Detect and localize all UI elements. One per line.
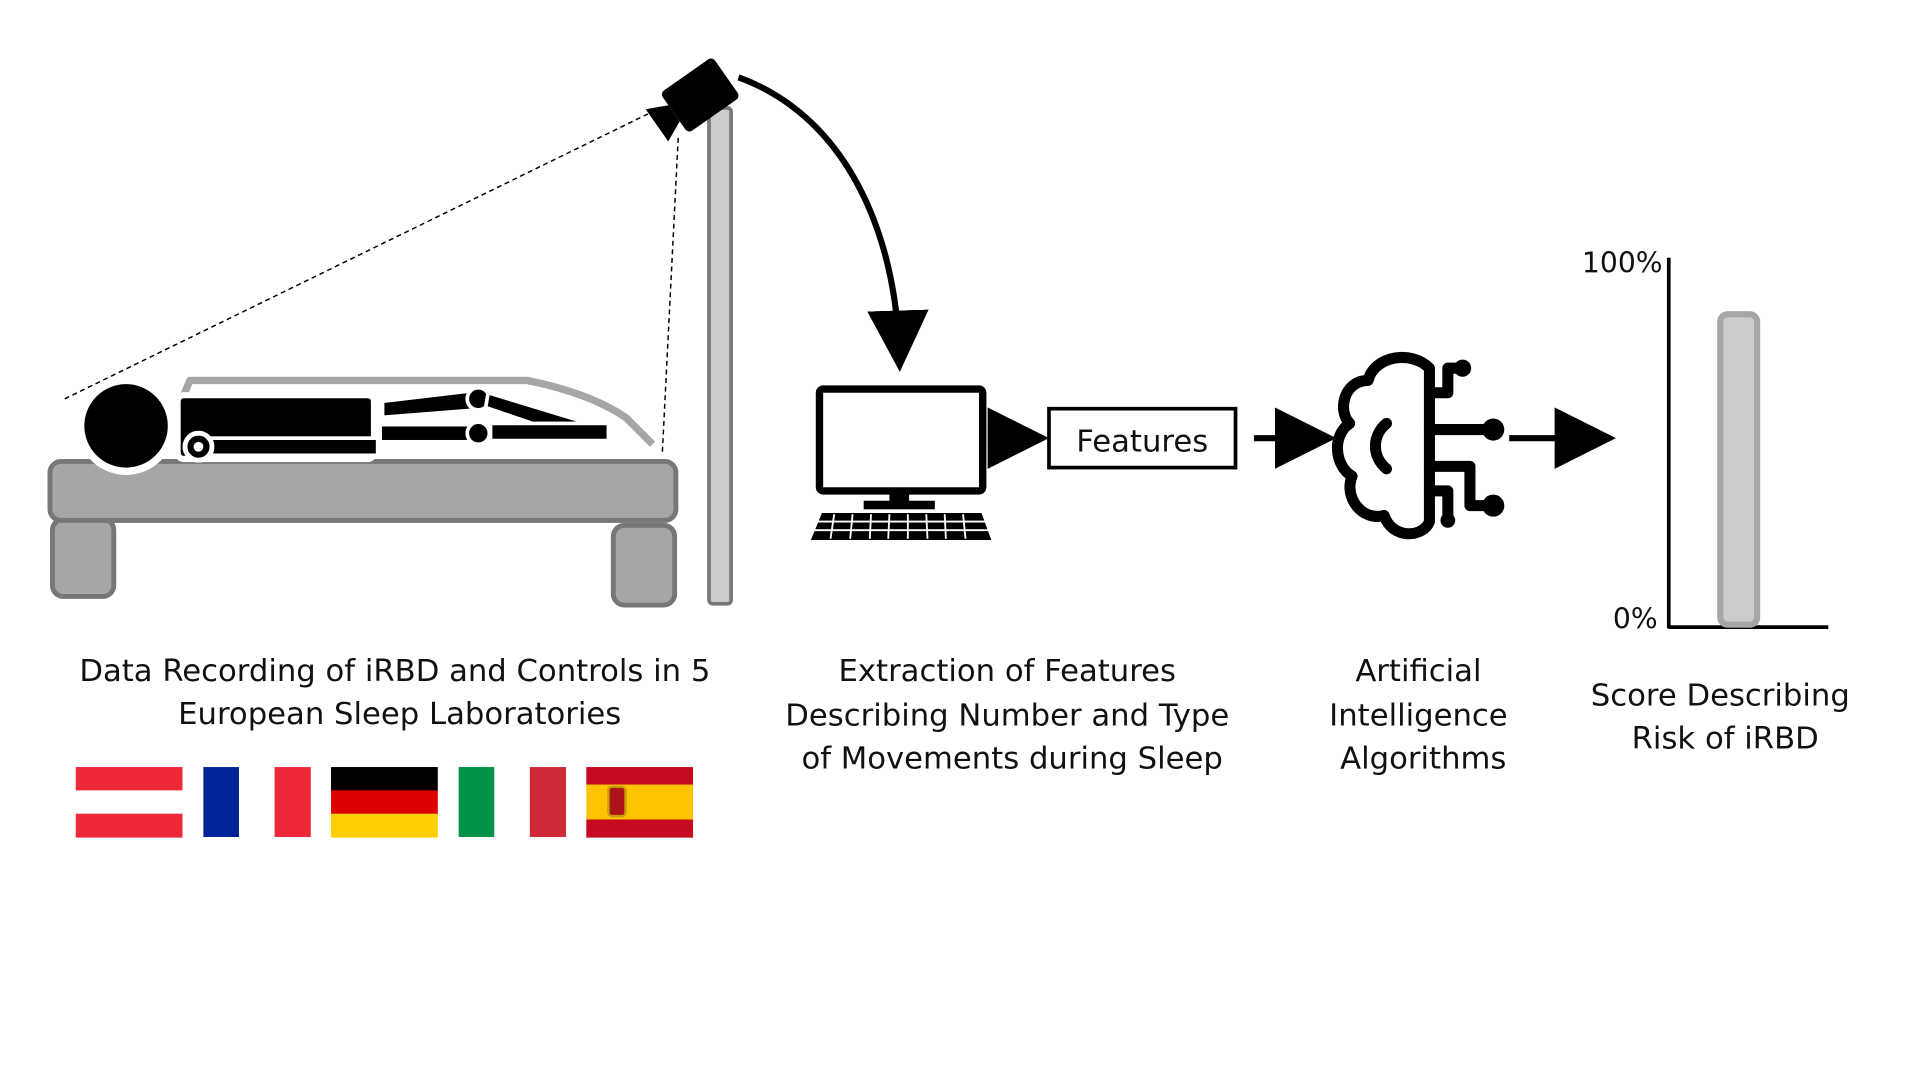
flag-germany-icon: [331, 767, 438, 838]
flag-austria-icon: [75, 767, 183, 838]
camera-to-computer-arrow: [737, 74, 929, 372]
recording-caption: Data Recording of iRBD and Controls in 5…: [79, 654, 720, 732]
camera-view-lines: [64, 109, 680, 452]
extraction-caption-line-2: Describing Number and Type: [785, 698, 1229, 733]
ai-caption: Artificial Intelligence Algorithms: [1329, 654, 1517, 776]
camera-icon: [645, 58, 739, 142]
bed-icon: [47, 376, 679, 608]
score-bar: [1717, 311, 1761, 628]
computer-icon: [810, 385, 992, 540]
score-axis-bottom-label: 0%: [1613, 602, 1658, 635]
recording-caption-line-1: Data Recording of iRBD and Controls in 5: [79, 654, 710, 689]
score-bar-icon: [1666, 257, 1829, 629]
score-caption-line-2: Risk of iRBD: [1632, 722, 1819, 757]
score-caption: Score Describing Risk of iRBD: [1591, 679, 1860, 757]
features-box: [1047, 406, 1238, 470]
features-box-label: Features: [1076, 425, 1208, 460]
camera-pole: [707, 106, 733, 606]
flag-spain-icon: [586, 767, 694, 838]
flag-france-icon: [203, 767, 311, 837]
ai-caption-line-3: Algorithms: [1340, 741, 1506, 776]
flag-row: [75, 767, 694, 838]
spain-coat-of-arms-icon: [607, 785, 627, 818]
extraction-caption-line-3: of Movements during Sleep: [801, 741, 1222, 776]
score-axis-top-label: 100%: [1582, 246, 1663, 279]
recording-caption-line-2: European Sleep Laboratories: [178, 697, 621, 732]
ai-caption-line-1: Artificial: [1355, 654, 1481, 689]
sleeping-person-icon: [76, 376, 611, 475]
flag-italy-icon: [458, 767, 567, 837]
extraction-caption: Extraction of Features Describing Number…: [785, 654, 1239, 776]
brain-circuit-nodes: [1440, 359, 1505, 528]
ai-caption-line-2: Intelligence: [1329, 698, 1507, 733]
brain-circuit-icon: [1331, 351, 1497, 540]
extraction-caption-line-1: Extraction of Features: [839, 654, 1177, 689]
score-caption-line-1: Score Describing: [1591, 679, 1850, 714]
